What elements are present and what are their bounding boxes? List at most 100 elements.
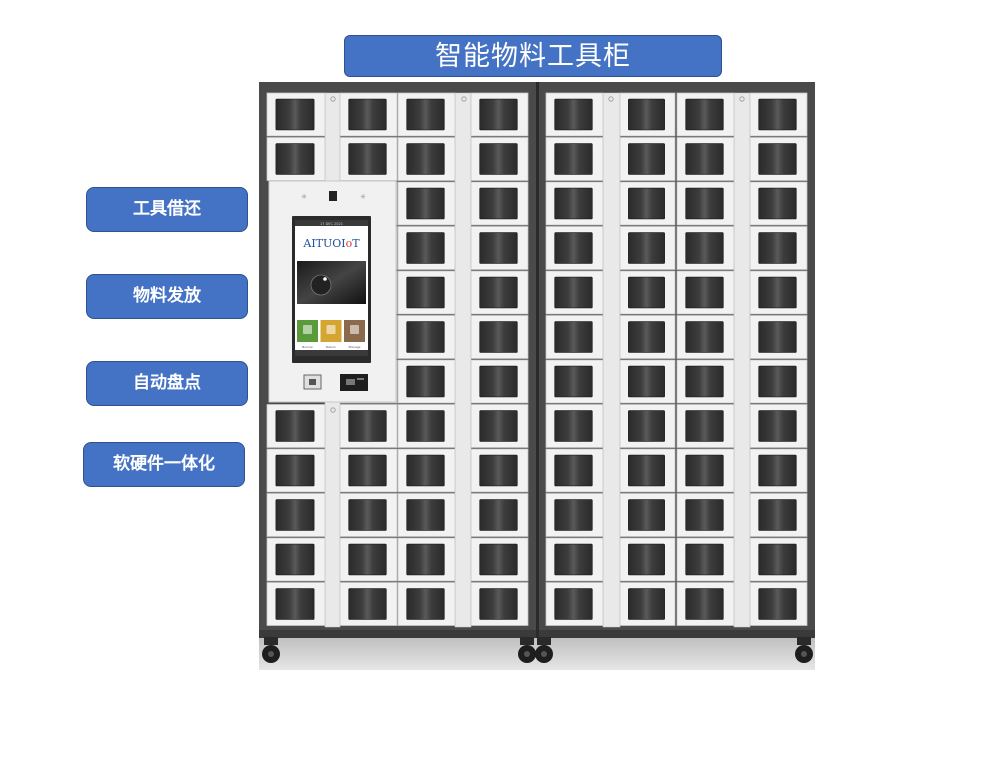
locker-door[interactable] (545, 226, 604, 270)
locker-door[interactable] (339, 448, 398, 493)
locker-door[interactable] (619, 448, 676, 493)
locker-door[interactable] (470, 537, 529, 582)
feature-button-auto-inventory[interactable]: 自动盘点 (86, 361, 248, 406)
locker-door[interactable] (397, 181, 456, 226)
locker-door[interactable] (749, 270, 808, 315)
locker-door[interactable] (545, 582, 604, 626)
locker-door[interactable] (676, 493, 735, 537)
locker-door[interactable] (545, 270, 604, 315)
locker-door[interactable] (266, 582, 326, 626)
locker-door[interactable] (749, 493, 808, 537)
locker-door[interactable] (545, 493, 604, 537)
feature-button-material-dispense[interactable]: 物料发放 (86, 274, 248, 319)
locker-door[interactable] (676, 359, 735, 404)
locker-door[interactable] (397, 137, 456, 181)
locker-door[interactable] (545, 137, 604, 181)
locker-door[interactable] (676, 582, 735, 626)
locker-door[interactable] (619, 537, 676, 582)
locker-door[interactable] (470, 315, 529, 359)
locker-door[interactable] (545, 537, 604, 582)
locker-door[interactable] (619, 181, 676, 226)
screen-tile-manage[interactable]: Manage (344, 320, 365, 349)
locker-door[interactable] (397, 92, 456, 137)
locker-door[interactable] (339, 137, 398, 181)
locker-door[interactable] (676, 226, 735, 270)
locker-door[interactable] (339, 582, 398, 626)
locker-window (628, 499, 665, 531)
caster-wheel (518, 637, 536, 663)
locker-door[interactable] (619, 92, 676, 137)
locker-door[interactable] (619, 404, 676, 448)
locker-door[interactable] (676, 404, 735, 448)
locker-door[interactable] (470, 493, 529, 537)
locker-door[interactable] (749, 181, 808, 226)
locker-door[interactable] (470, 582, 529, 626)
locker-door[interactable] (470, 226, 529, 270)
locker-door[interactable] (266, 448, 326, 493)
locker-door[interactable] (470, 181, 529, 226)
locker-window (479, 321, 518, 353)
locker-door[interactable] (266, 404, 326, 448)
locker-door[interactable] (545, 404, 604, 448)
locker-door[interactable] (619, 270, 676, 315)
locker-door[interactable] (397, 226, 456, 270)
locker-door[interactable] (749, 137, 808, 181)
locker-door[interactable] (619, 493, 676, 537)
locker-door[interactable] (397, 448, 456, 493)
locker-door[interactable] (470, 404, 529, 448)
locker-door[interactable] (749, 92, 808, 137)
locker-door[interactable] (749, 226, 808, 270)
locker-door[interactable] (545, 448, 604, 493)
locker-door[interactable] (470, 270, 529, 315)
locker-door[interactable] (676, 537, 735, 582)
locker-door[interactable] (470, 92, 529, 137)
locker-door[interactable] (749, 315, 808, 359)
locker-door[interactable] (470, 137, 529, 181)
locker-door[interactable] (397, 359, 456, 404)
locker-door[interactable] (545, 181, 604, 226)
locker-door[interactable] (339, 92, 398, 137)
locker-door[interactable] (676, 270, 735, 315)
locker-door[interactable] (676, 448, 735, 493)
locker-door[interactable] (397, 582, 456, 626)
locker-door[interactable] (470, 448, 529, 493)
locker-window (685, 187, 724, 220)
locker-door[interactable] (749, 359, 808, 404)
locker-door[interactable] (619, 137, 676, 181)
locker-door[interactable] (266, 92, 326, 137)
locker-door[interactable] (545, 92, 604, 137)
screen-tile-borrow[interactable]: Borrow (297, 320, 318, 349)
locker-door[interactable] (266, 137, 326, 181)
locker-door[interactable] (545, 315, 604, 359)
locker-door[interactable] (266, 537, 326, 582)
locker-door[interactable] (749, 582, 808, 626)
locker-door[interactable] (397, 315, 456, 359)
feature-button-hw-sw-integration[interactable]: 软硬件一体化 (83, 442, 245, 487)
locker-door[interactable] (397, 537, 456, 582)
locker-door[interactable] (397, 404, 456, 448)
locker-window (554, 232, 593, 264)
locker-door[interactable] (545, 359, 604, 404)
locker-door[interactable] (676, 92, 735, 137)
locker-door[interactable] (339, 493, 398, 537)
locker-door[interactable] (339, 537, 398, 582)
locker-door[interactable] (676, 137, 735, 181)
locker-door[interactable] (619, 359, 676, 404)
locker-door[interactable] (339, 404, 398, 448)
locker-door[interactable] (619, 315, 676, 359)
locker-door[interactable] (619, 226, 676, 270)
locker-door[interactable] (749, 537, 808, 582)
locker-door[interactable] (397, 493, 456, 537)
locker-window (479, 232, 518, 264)
locker-door[interactable] (749, 448, 808, 493)
locker-door[interactable] (749, 404, 808, 448)
feature-button-tool-borrow-return[interactable]: 工具借还 (86, 187, 248, 232)
locker-door[interactable] (397, 270, 456, 315)
locker-door[interactable] (470, 359, 529, 404)
locker-door[interactable] (676, 181, 735, 226)
screen-tile-return[interactable]: Return (320, 320, 342, 349)
locker-door[interactable] (266, 493, 326, 537)
locker-door[interactable] (619, 582, 676, 626)
locker-door[interactable] (676, 315, 735, 359)
